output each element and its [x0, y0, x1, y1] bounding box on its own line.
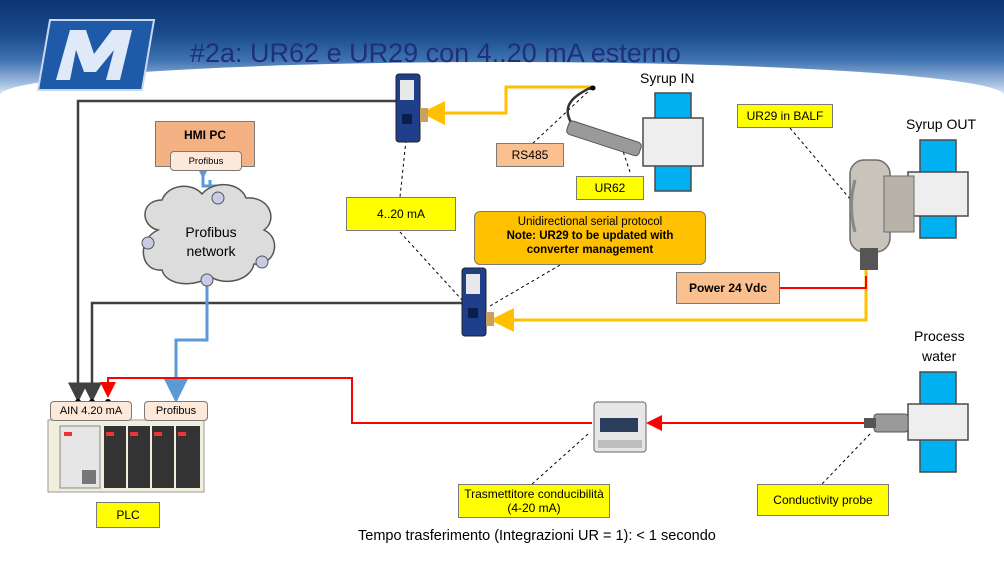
company-logo-m-icon — [36, 19, 156, 91]
rs485-box: RS485 — [496, 143, 564, 167]
profibus-network-label: Profibus network — [166, 223, 256, 261]
hmi-profibus-port: Profibus — [170, 151, 242, 171]
ur29-device-icon — [849, 159, 915, 270]
conductivity-probe-icon — [864, 413, 909, 433]
footer-text: Tempo trasferimento (Integrazioni UR = 1… — [358, 528, 716, 544]
hmi-pc-title: HMI PC — [184, 128, 226, 142]
converter1-to-plc-line — [68, 99, 396, 403]
note-line3: converter management — [526, 244, 654, 256]
converter-bottom-icon — [461, 267, 494, 337]
transmitter-to-plc-line — [100, 377, 592, 424]
converter-top-icon — [395, 73, 428, 143]
ur62-serial-line — [421, 85, 592, 125]
syrup-in-label: Syrup IN — [640, 70, 695, 86]
plc-box: PLC — [96, 502, 160, 528]
ain-box: AIN 4.20 mA — [50, 401, 132, 421]
ur62-probe-icon — [566, 85, 642, 157]
din-rail-transmitter-icon — [593, 401, 647, 453]
plc-rack-icon — [47, 419, 205, 493]
power-line — [780, 276, 867, 289]
process-water-pipe — [907, 371, 969, 473]
syrup-out-label: Syrup OUT — [906, 116, 977, 132]
syrup-out-pipe — [907, 139, 969, 239]
profibus-cloud-icon — [141, 184, 276, 287]
callout-lines — [399, 87, 871, 485]
syrup-in-pipe — [642, 92, 704, 192]
process-water-label-1: Process — [914, 328, 965, 344]
ur62-box: UR62 — [576, 176, 644, 200]
plc-profibus-box: Profibus — [144, 401, 208, 421]
slide-title: #2a: UR62 e UR29 con 4..20 mA esterno — [190, 38, 681, 68]
trasmettitore-line2: (4-20 mA) — [507, 501, 561, 515]
power-24vdc-box: Power 24 Vdc — [676, 272, 780, 304]
ur29-in-balf-box: UR29 in BALF — [737, 104, 833, 128]
trasmettitore-line1: Trasmettitore conducibilità — [464, 487, 604, 501]
cloud-line2: network — [186, 243, 236, 259]
conductivity-probe-box: Conductivity probe — [757, 484, 889, 516]
hmi-pc-box: HMI PC Profibus — [155, 121, 255, 171]
cloud-line1: Profibus — [185, 224, 237, 240]
cloud-to-plc-profibus-line — [164, 262, 219, 403]
trasmettitore-box: Trasmettitore conducibilità (4-20 mA) — [458, 484, 610, 518]
serial-protocol-note: Unidirectional serial protocol Note: UR2… — [474, 211, 706, 265]
converter2-to-plc-line — [82, 301, 462, 403]
process-water-label-2: water — [922, 348, 957, 364]
ma-4-20-box: 4..20 mA — [346, 197, 456, 231]
note-line1: Unidirectional serial protocol — [517, 216, 663, 228]
note-line2: Note: UR29 to be updated with — [506, 230, 674, 242]
